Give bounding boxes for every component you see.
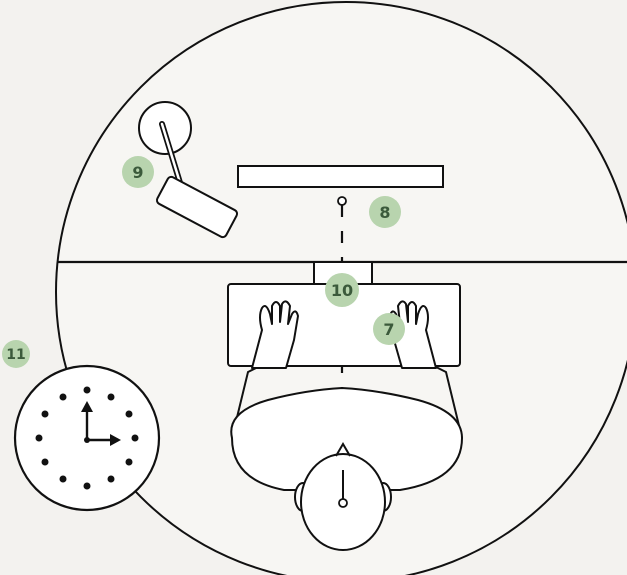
hand-icon: [251, 300, 299, 369]
badge-10-label: 10: [331, 281, 353, 300]
hand-icon: [389, 300, 437, 369]
badge-8-label: 8: [379, 203, 390, 222]
badge-8: 8: [369, 196, 401, 228]
monitor-icon: [237, 165, 444, 188]
person-head-icon: [294, 442, 392, 551]
badge-11: 11: [2, 340, 30, 368]
badge-9: 9: [122, 156, 154, 188]
clock-icon: [13, 364, 161, 512]
badge-7-label: 7: [383, 320, 394, 339]
desk-lamp-icon: [138, 101, 239, 239]
badge-10: 10: [325, 273, 359, 307]
badge-7: 7: [373, 313, 405, 345]
badge-9-label: 9: [132, 163, 143, 182]
badge-11-label: 11: [6, 347, 25, 363]
